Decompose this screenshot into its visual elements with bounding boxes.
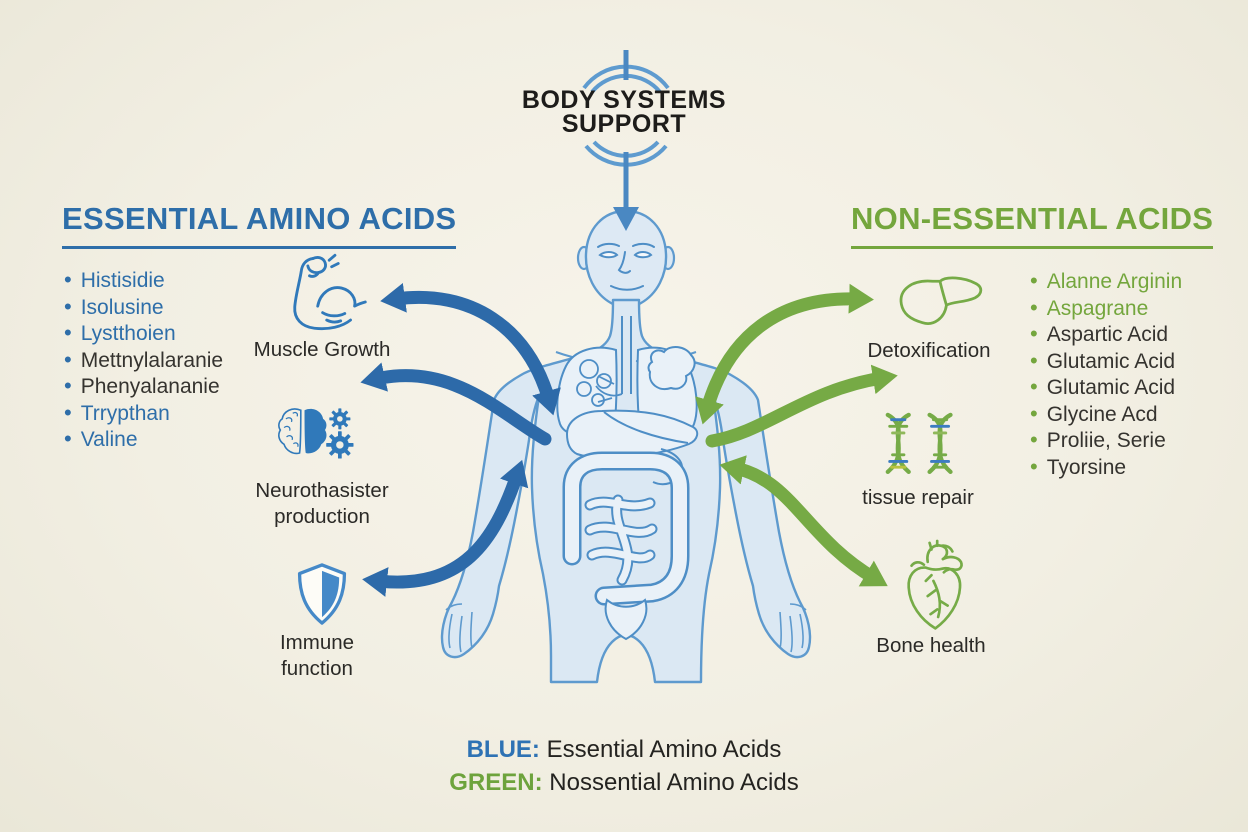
organs-illustration <box>556 316 699 641</box>
brain-gears-icon <box>278 408 354 459</box>
bullet-icon: • <box>64 320 72 345</box>
legend-green-row: GREEN: Nossential Amino Acids <box>0 766 1248 799</box>
arrow-tissue-repair <box>705 364 898 448</box>
bronchi-branches <box>576 359 623 407</box>
human-body-illustration <box>440 209 812 684</box>
bullet-icon: • <box>64 346 72 372</box>
legend-blue-row: BLUE: Essential Amino Acids <box>0 733 1248 766</box>
list-item: • Aspartic Acid <box>1030 321 1182 348</box>
big-gear-icon <box>326 431 354 459</box>
bullet-icon: • <box>64 399 72 425</box>
list-item: • Aspagrane <box>1030 295 1182 322</box>
list-item: • Glutamic Acid <box>1030 348 1182 375</box>
legend-green-key: GREEN: <box>449 769 543 796</box>
green-arrows <box>695 283 898 587</box>
amino-acid-label: Lystthoien <box>80 322 176 345</box>
hand-details <box>445 603 807 653</box>
liver-icon <box>899 276 983 325</box>
list-item: • Histisidie <box>64 267 223 294</box>
amino-acid-label: Phenyalananie <box>80 375 220 398</box>
amino-acid-label: Aspagrane <box>1046 296 1149 320</box>
amino-acid-label: Histisidie <box>80 269 165 292</box>
list-item: • Mettnylalaranie <box>64 347 223 374</box>
legend-blue-key: BLUE: <box>466 736 540 763</box>
bullet-icon: • <box>1030 400 1038 426</box>
arrow-muscle-growth <box>380 282 561 416</box>
amino-acid-label: Glutamic Acid <box>1046 376 1176 399</box>
dna-icon <box>885 412 953 475</box>
bullet-icon: • <box>1030 321 1038 346</box>
bicep-icon <box>293 253 367 331</box>
neurotransmitter-production-label: Neurothasister production <box>255 479 389 528</box>
blue-arrows <box>360 282 561 597</box>
legend-blue-value: Essential Amino Acids <box>546 736 782 763</box>
arrow-neurotransmitter <box>360 362 552 446</box>
page-title: BODY SYSTEMS SUPPORT <box>0 86 1248 138</box>
bone-health-label: Bone health <box>876 634 986 657</box>
list-item: • Tyorsine <box>1030 454 1182 481</box>
color-legend: BLUE: Essential Amino Acids GREEN: Nosse… <box>0 733 1248 799</box>
bullet-icon: • <box>1030 268 1038 293</box>
list-item: • Valine <box>64 426 223 453</box>
list-item: • Trrypthan <box>64 400 223 427</box>
amino-acid-label: Mettnylalaranie <box>80 348 224 372</box>
muscle-growth-label: Muscle Growth <box>253 338 391 361</box>
small-gear-icon <box>329 408 351 430</box>
shield-icon <box>297 563 347 625</box>
page-title-line1: BODY SYSTEMS <box>521 86 727 114</box>
arrow-immune <box>362 459 529 597</box>
essential-amino-acids-title: ESSENTIAL AMINO ACIDS <box>62 201 457 249</box>
amino-acid-label: Trrypthan <box>80 401 170 425</box>
list-item: • Glycine Acd <box>1030 401 1182 428</box>
bullet-icon: • <box>1030 347 1038 373</box>
heart-icon <box>907 539 963 630</box>
bullet-icon: • <box>1030 374 1038 399</box>
immune-function-label: Immune function <box>279 631 355 680</box>
head-arrow-icon <box>613 207 639 231</box>
amino-acid-label: Glycine Acd <box>1046 402 1158 426</box>
essential-amino-acids-list: • Histisidie • Isolusine • Lystthoien • Mett… <box>64 267 223 453</box>
amino-acid-label: Tyorsine <box>1046 455 1127 479</box>
amino-acid-label: Alanne Arginin <box>1046 270 1183 293</box>
detoxification-label: Detoxification <box>867 339 991 362</box>
legend-green-value: Nossential Amino Acids <box>549 769 799 796</box>
bullet-icon: • <box>1030 294 1038 320</box>
list-item: • Lystthoien <box>64 320 223 347</box>
list-item: • Phenyalananie <box>64 373 223 400</box>
arrow-bone-health <box>719 455 888 587</box>
amino-acid-label: Isolusine <box>80 295 164 319</box>
bullet-icon: • <box>64 426 72 451</box>
page-title-line2: SUPPORT <box>561 110 687 138</box>
non-essential-acids-list: • Alanne Arginin • Aspagrane • Aspartic Aci… <box>1030 268 1182 480</box>
body-systems-emblem <box>582 50 670 231</box>
amino-acid-label: Glutamic Acid <box>1046 349 1176 373</box>
bullet-icon: • <box>1030 427 1038 452</box>
amino-acid-label: Aspartic Acid <box>1046 323 1169 346</box>
arrow-detoxification <box>695 283 874 425</box>
amino-acid-label: Valine <box>80 428 138 451</box>
face-details <box>597 242 655 291</box>
tissue-repair-label: tissue repair <box>862 486 974 509</box>
small-intestine <box>584 494 658 586</box>
bullet-icon: • <box>64 267 72 292</box>
amino-acid-label: Proliie, Serie <box>1046 429 1166 452</box>
bullet-icon: • <box>64 293 72 319</box>
bullet-icon: • <box>1030 453 1038 479</box>
bullet-icon: • <box>64 373 72 398</box>
list-item: • Isolusine <box>64 294 223 321</box>
non-essential-acids-title: NON-ESSENTIAL ACIDS <box>851 201 1214 249</box>
list-item: • Proliie, Serie <box>1030 427 1182 454</box>
list-item: • Glutamic Acid <box>1030 374 1182 401</box>
list-item: • Alanne Arginin <box>1030 268 1182 295</box>
